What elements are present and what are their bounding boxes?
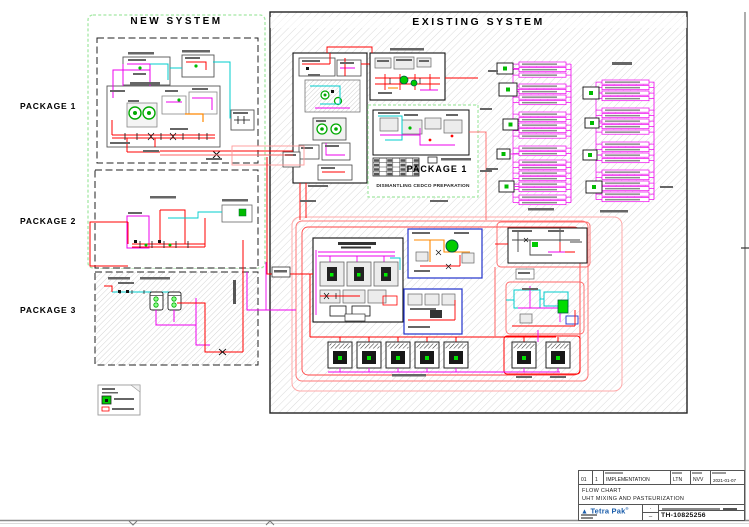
format-cells: · – bbox=[643, 505, 659, 520]
new-system-title: NEW SYSTEM bbox=[130, 16, 223, 27]
existing-cluster-left bbox=[282, 52, 370, 187]
rev-number: 01 bbox=[581, 477, 587, 483]
rev-number-cell: 01 bbox=[579, 471, 593, 484]
package1-label: PACKAGE 1 bbox=[20, 101, 77, 111]
process-area bbox=[291, 216, 623, 392]
tetra-pak-logo: ▲ Tetra Pak® bbox=[581, 506, 640, 516]
existing-cluster-top bbox=[369, 48, 446, 101]
drawn-by: LTN bbox=[673, 477, 683, 483]
logo-subtext-mark bbox=[581, 517, 593, 519]
drawn-by-cell: LTN bbox=[671, 471, 691, 484]
revision-table bbox=[372, 157, 420, 177]
project-reference-cell bbox=[659, 505, 744, 511]
document-title-line2: UHT MIXING AND PASTEURIZATION bbox=[582, 496, 685, 503]
existing-package1-subtitle: DISMANTLING CEDCO PREPARATION bbox=[376, 184, 470, 189]
new-package2-equipment bbox=[89, 196, 253, 267]
revision-description-cell: IMPLEMENTATION bbox=[604, 471, 671, 484]
manifold-valve-units bbox=[496, 62, 603, 194]
package2-label: PACKAGE 2 bbox=[20, 216, 77, 226]
company-logo-cell: ▲ Tetra Pak® bbox=[579, 505, 643, 520]
new-package1-equipment bbox=[106, 50, 255, 160]
document-title-cell: FLOW CHART UHT MIXING AND PASTEURIZATION bbox=[579, 485, 744, 505]
revision-date: 2021-01-07 bbox=[713, 478, 737, 483]
document-title-line1: FLOW CHART bbox=[582, 488, 622, 494]
checked-by-cell: NVV bbox=[691, 471, 711, 484]
legend-box bbox=[97, 384, 141, 416]
unreadable-text-marks bbox=[300, 62, 673, 378]
drawing-number: TH-10825256 bbox=[661, 512, 706, 519]
new-package3-equipment bbox=[104, 240, 266, 356]
registered-mark: ® bbox=[625, 506, 629, 511]
logo-subtext-mark bbox=[581, 514, 597, 516]
drawing-number-cells: TH-10825256 bbox=[659, 505, 744, 520]
package3-label: PACKAGE 3 bbox=[20, 305, 77, 315]
existing-system-title: EXISTING SYSTEM bbox=[270, 17, 687, 28]
existing-package1-area bbox=[367, 104, 479, 198]
format-cell-top: · bbox=[643, 505, 658, 513]
valve-manifold-right bbox=[595, 79, 655, 203]
tetra-pak-triangle-icon: ▲ bbox=[581, 508, 589, 516]
storage-tanks bbox=[327, 337, 571, 372]
checked-by: NVV bbox=[693, 477, 704, 483]
valve-manifold-left bbox=[512, 61, 572, 206]
sheet-number: 1 bbox=[595, 477, 598, 483]
company-name: Tetra Pak bbox=[590, 506, 626, 516]
format-cell-bottom: – bbox=[648, 513, 653, 520]
existing-package1-title: PACKAGE 1 bbox=[406, 164, 468, 174]
revision-description: IMPLEMENTATION bbox=[606, 477, 650, 483]
title-block-bottom-row: ▲ Tetra Pak® · – TH-10825256 bbox=[579, 505, 744, 520]
revision-row: 01 1 IMPLEMENTATION LTN NVV 2021-01-07 bbox=[579, 471, 744, 485]
drawing-number-cell: TH-10825256 bbox=[659, 511, 744, 520]
sheet-cell: 1 bbox=[593, 471, 604, 484]
revision-date-cell: 2021-01-07 bbox=[711, 471, 744, 484]
title-block: 01 1 IMPLEMENTATION LTN NVV 2021-01-07 F… bbox=[578, 470, 745, 521]
